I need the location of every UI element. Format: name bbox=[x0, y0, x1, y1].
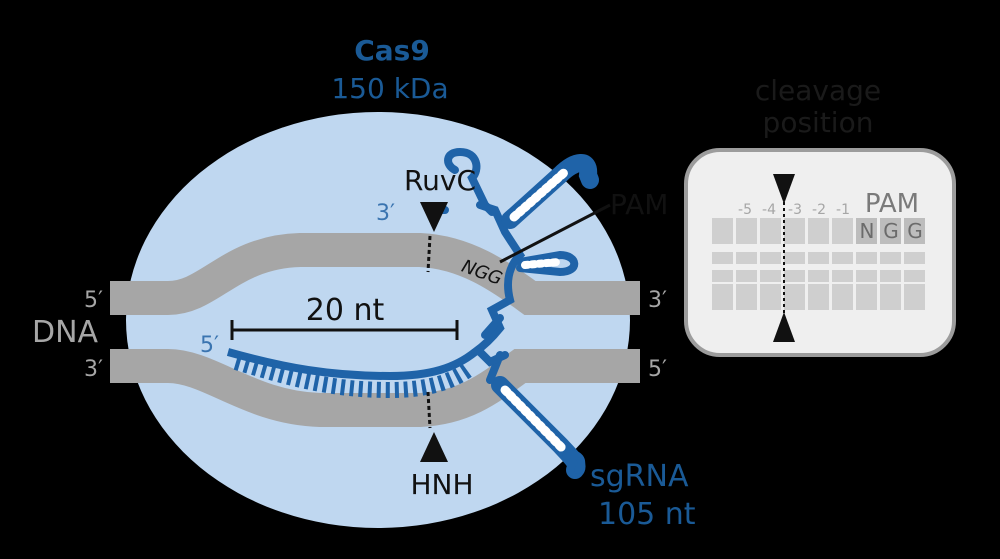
inset-base-cell bbox=[832, 252, 853, 264]
inset-base-cell bbox=[712, 270, 733, 282]
inset-base-cell bbox=[832, 270, 853, 282]
inset-base-cell bbox=[808, 284, 829, 310]
inset-base-cell bbox=[736, 284, 757, 310]
inset-base-cell bbox=[832, 218, 853, 244]
sgrna-linker bbox=[471, 201, 526, 356]
dna-bottom-left-end: 3′ bbox=[84, 357, 103, 382]
inset-title-line1: cleavage bbox=[755, 74, 881, 107]
inset-base-cell bbox=[760, 252, 781, 264]
inset-base-cell bbox=[712, 218, 733, 244]
inset-base-cell bbox=[904, 284, 925, 310]
inset-top-arrow bbox=[773, 174, 795, 204]
inset-base-cell bbox=[856, 284, 877, 310]
dna-top-strand bbox=[110, 233, 640, 315]
inset-base-cell bbox=[880, 252, 901, 264]
inset-base-cell bbox=[904, 270, 925, 282]
dna-bottom-right-end: 5′ bbox=[648, 357, 667, 382]
sgrna-label: sgRNA bbox=[590, 459, 689, 494]
inset-base-cell bbox=[784, 284, 805, 310]
sgrna-small-hairpin-pairs bbox=[521, 258, 562, 269]
sgrna-guide bbox=[226, 348, 478, 399]
sgrna-stem1-pairs bbox=[509, 166, 571, 222]
inset-base-cell bbox=[856, 252, 877, 264]
inset-base-cell bbox=[736, 252, 757, 264]
inset-base-cell bbox=[760, 270, 781, 282]
inset-pam-base-2: G bbox=[883, 219, 899, 243]
sgrna-small-hairpin bbox=[516, 250, 579, 277]
inset-base-cell bbox=[880, 270, 901, 282]
cleavage-inset: cleavage position PAM -5 -4 -3 -2 -1 N G… bbox=[684, 74, 956, 357]
hnh-cut-line bbox=[426, 391, 432, 429]
inset-pam-label: PAM bbox=[865, 189, 919, 219]
guide-span-label: 20 nt bbox=[306, 293, 385, 328]
inset-base-cell bbox=[904, 252, 925, 264]
sgrna-length: 105 nt bbox=[598, 497, 696, 532]
inset-base-cell bbox=[736, 270, 757, 282]
dna-label: DNA bbox=[32, 315, 99, 350]
inset-pos-minus3: -3 bbox=[788, 202, 802, 218]
inset-pos-minus2: -2 bbox=[812, 202, 826, 218]
inset-pam-base-1: N bbox=[860, 219, 875, 243]
sgrna-stem2-pairs bbox=[500, 385, 568, 454]
inset-bottom-arrow bbox=[773, 312, 795, 342]
cas9-title: Cas9 bbox=[354, 34, 430, 67]
inset-base-cell bbox=[856, 270, 877, 282]
guide-span-marker bbox=[230, 320, 459, 340]
pam-label: PAM bbox=[610, 188, 668, 221]
guide-five-prime: 5′ bbox=[200, 333, 219, 358]
dna-top-right-end: 3′ bbox=[648, 288, 667, 313]
sgrna-lower-connector bbox=[476, 314, 509, 367]
inset-pos-minus4: -4 bbox=[762, 202, 776, 218]
ruvc-cut-line bbox=[426, 235, 432, 273]
inset-base-cell bbox=[904, 218, 925, 244]
inset-pam-base-3: G bbox=[907, 219, 923, 243]
inset-base-cell bbox=[784, 218, 805, 244]
sgrna-guide-backbone bbox=[226, 348, 478, 381]
inset-base-cell bbox=[880, 218, 901, 244]
sgrna-scaffold bbox=[426, 147, 599, 479]
inset-base-cell bbox=[712, 284, 733, 310]
inset-base-cell bbox=[808, 252, 829, 264]
inset-base-cell bbox=[808, 218, 829, 244]
ruvc-arrowhead bbox=[420, 202, 448, 232]
inset-base-cell bbox=[712, 252, 733, 264]
inset-base-cell bbox=[760, 284, 781, 310]
inset-title-line2: position bbox=[763, 106, 874, 139]
inset-base-cell bbox=[880, 284, 901, 310]
cas9-mass: 150 kDa bbox=[331, 72, 448, 105]
pam-pointer-line bbox=[499, 203, 611, 264]
sgrna-guide-basepairs bbox=[233, 354, 475, 399]
inset-base-cell bbox=[856, 218, 877, 244]
guide-three-prime: 3′ bbox=[376, 201, 395, 226]
inset-base-cell bbox=[784, 252, 805, 264]
cleavage-sites bbox=[420, 202, 448, 462]
ruvc-label: RuvC bbox=[404, 164, 476, 197]
inset-base-cell bbox=[760, 218, 781, 244]
inset-base-cell bbox=[832, 284, 853, 310]
hnh-label: HNH bbox=[410, 468, 473, 501]
inset-base-cell bbox=[784, 270, 805, 282]
inset-base-cell bbox=[808, 270, 829, 282]
hnh-arrowhead bbox=[420, 432, 448, 462]
inset-dna-grid bbox=[712, 218, 925, 310]
dna-top-left-end: 5′ bbox=[84, 288, 103, 313]
inset-base-cell bbox=[736, 218, 757, 244]
inset-pos-minus5: -5 bbox=[738, 202, 752, 218]
inset-pos-minus1: -1 bbox=[836, 202, 850, 218]
